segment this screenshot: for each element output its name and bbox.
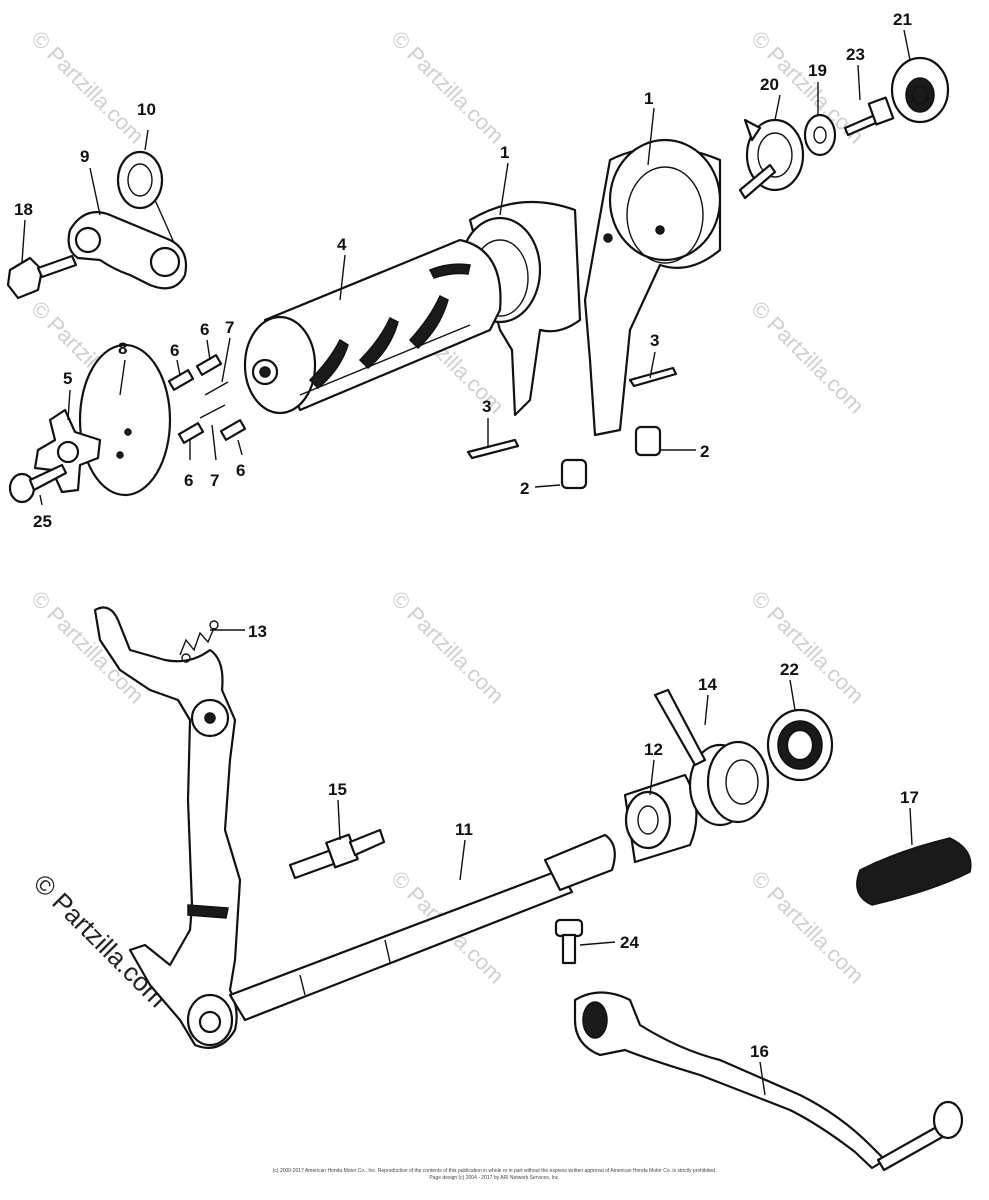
callout-13: 13: [248, 622, 267, 641]
callout-23: 23: [846, 45, 865, 64]
spindle-spring: [653, 688, 770, 827]
gearshift-pedal: [573, 991, 964, 1172]
neutral-bolt: [843, 96, 895, 137]
screw: [8, 463, 68, 504]
callout-3: 3: [482, 397, 491, 416]
side-watermark: © Partzilla.com: [28, 868, 173, 1013]
callout-7: 7: [210, 471, 219, 490]
arm-spring: [179, 620, 219, 663]
neutral-switch: [890, 56, 950, 124]
guide-pins: [560, 425, 662, 490]
watermark: © Partzilla.com: [746, 866, 869, 989]
callout-19: 19: [808, 61, 827, 80]
callout-8: 8: [118, 339, 127, 358]
watermark: © Partzilla.com: [386, 26, 509, 149]
callout-4: 4: [337, 235, 347, 254]
pinch-bolt: [554, 918, 584, 965]
callout-12: 12: [644, 740, 663, 759]
callout-17: 17: [900, 788, 919, 807]
callout-6: 6: [200, 320, 209, 339]
callout-22: 22: [780, 660, 799, 679]
callout-labels: 1 1 4 5 8 9 10 18 25 6 6 7 6 7 6 3 3 2 2…: [14, 10, 919, 1061]
watermark: © Partzilla.com: [746, 586, 869, 709]
callout-1: 1: [500, 143, 509, 162]
watermark: © Partzilla.com: [26, 586, 149, 709]
collar: [623, 773, 698, 864]
callout-5: 5: [63, 369, 72, 388]
thin-pin-set: [199, 381, 229, 419]
shift-drum: [243, 238, 502, 415]
callout-18: 18: [14, 200, 33, 219]
pin-set: [167, 354, 247, 444]
callout-25: 25: [33, 512, 52, 531]
gearshift-spindle: [93, 606, 616, 1049]
watermark: © Partzilla.com: [26, 26, 149, 149]
cotter-pins: [466, 366, 678, 460]
page-design-line: Page design (c) 2004 - 2017 by ARI Netwo…: [429, 1175, 560, 1181]
callout-15: 15: [328, 780, 347, 799]
stopper-pin: [288, 828, 386, 880]
washer: [803, 113, 837, 157]
callout-1: 1: [644, 89, 653, 108]
callout-24: 24: [620, 933, 639, 952]
callout-6: 6: [170, 341, 179, 360]
callout-7: 7: [225, 318, 234, 337]
oil-seal: [766, 708, 834, 782]
callout-9: 9: [80, 147, 89, 166]
callout-2: 2: [520, 479, 529, 498]
watermark: © Partzilla.com: [386, 586, 509, 709]
callout-10: 10: [137, 100, 156, 119]
stopper-arm: [67, 211, 188, 290]
callout-16: 16: [750, 1042, 769, 1061]
callout-6: 6: [184, 471, 193, 490]
return-spring: [116, 150, 176, 246]
watermark: © Partzilla.com: [746, 296, 869, 419]
stopper-plate: [738, 118, 805, 200]
callout-6: 6: [236, 461, 245, 480]
callout-20: 20: [760, 75, 779, 94]
callout-3: 3: [650, 331, 659, 350]
shift-fork-rear: [583, 138, 722, 437]
callout-14: 14: [698, 675, 717, 694]
cam-plate: [78, 343, 172, 497]
copyright-line: (c) 2000-2017 American Honda Motor Co., …: [272, 1168, 717, 1174]
pedal-rubber: [856, 837, 972, 906]
callout-11: 11: [455, 820, 473, 839]
arm-bolt: [6, 254, 78, 300]
callout-21: 21: [893, 10, 912, 29]
callout-2: 2: [700, 442, 709, 461]
leader-lines: [21, 29, 913, 1096]
drum-stopper: [33, 408, 102, 494]
